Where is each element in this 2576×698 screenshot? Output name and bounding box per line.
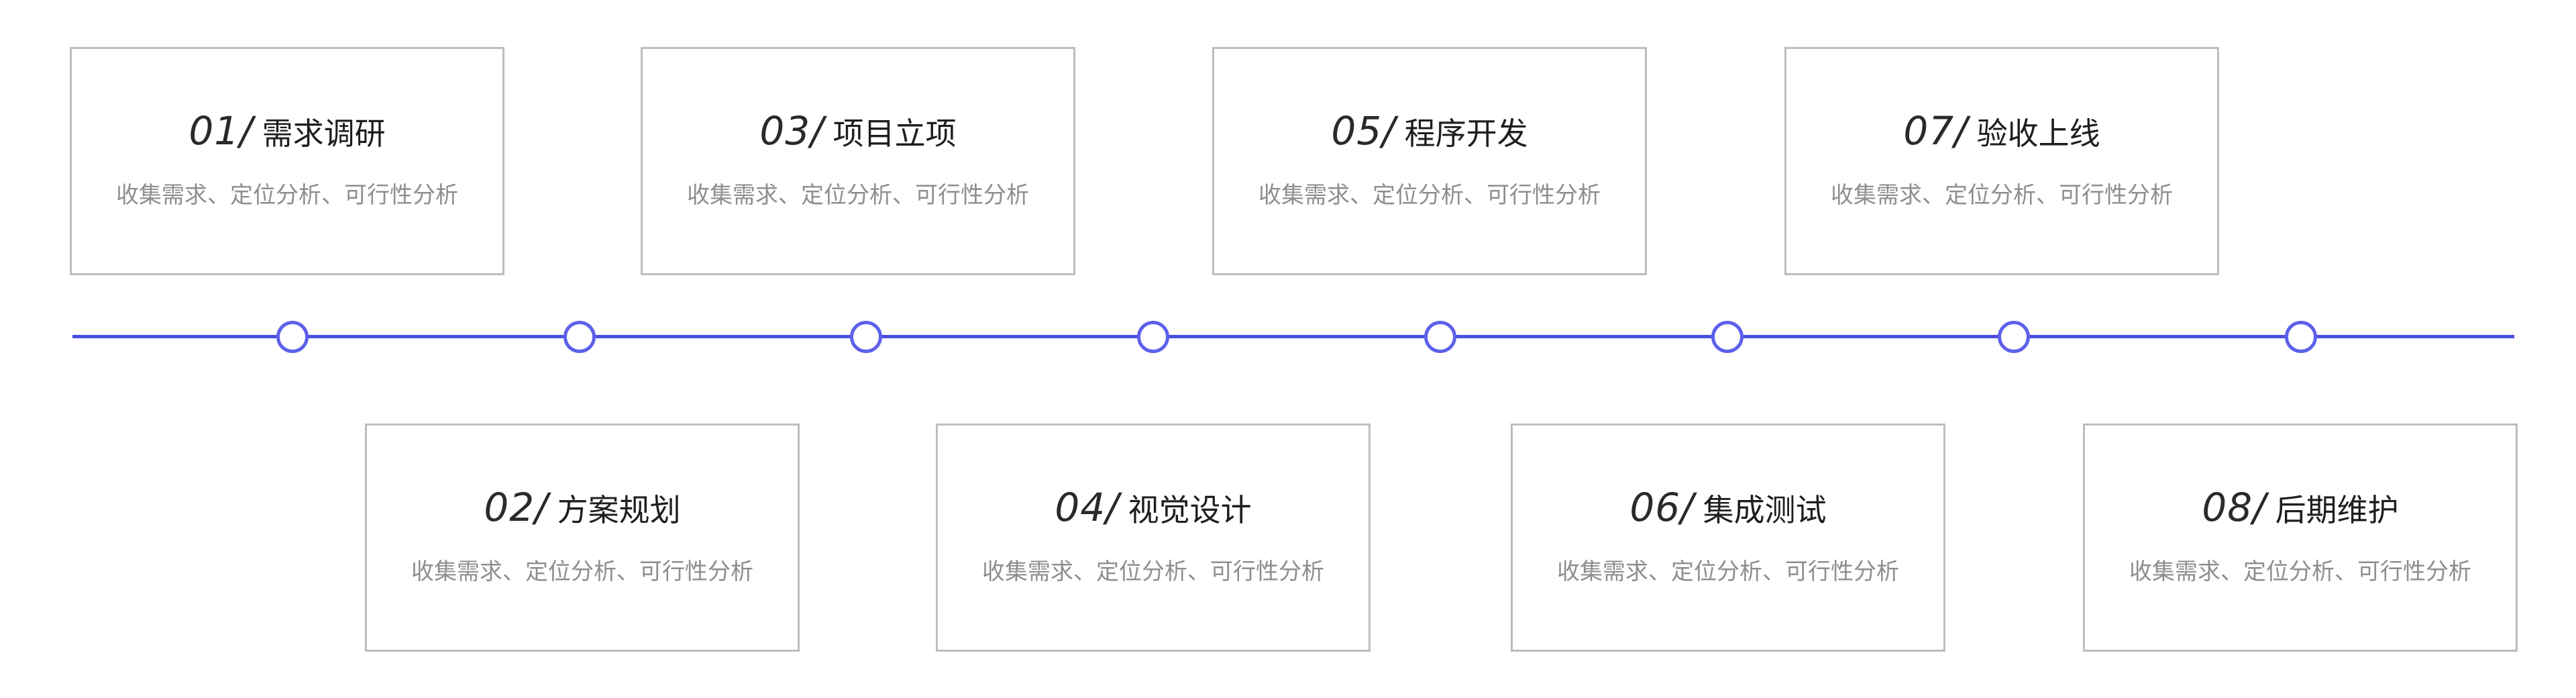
step-title: 01/需求调研: [72, 104, 502, 158]
step-description: 收集需求、定位分析、可行性分析: [687, 182, 1029, 209]
timeline-axis-line: [72, 335, 2514, 338]
step-slash: /: [1680, 485, 1694, 530]
timeline-node-6: [1711, 321, 1743, 353]
step-card-01: 01/需求调研 收集需求、定位分析、可行性分析: [70, 47, 504, 275]
step-card-07: 07/验收上线 收集需求、定位分析、可行性分析: [1784, 47, 2219, 275]
timeline-node-1: [276, 321, 309, 353]
timeline-node-3: [850, 321, 882, 353]
step-title: 08/后期维护: [2085, 481, 2516, 534]
timeline-node-7: [1998, 321, 2030, 353]
step-description: 收集需求、定位分析、可行性分析: [982, 558, 1324, 585]
step-slash: /: [1954, 108, 1968, 154]
step-number: 03: [759, 108, 811, 154]
timeline-node-5: [1424, 321, 1456, 353]
step-slash: /: [810, 108, 824, 154]
step-number: 07: [1903, 108, 1955, 154]
step-name: 需求调研: [262, 115, 386, 152]
step-description: 收集需求、定位分析、可行性分析: [411, 558, 753, 585]
step-slash: /: [1382, 108, 1395, 154]
step-number: 04: [1055, 485, 1106, 530]
step-description: 收集需求、定位分析、可行性分析: [116, 182, 458, 209]
step-title: 06/集成测试: [1513, 481, 1943, 534]
step-name: 视觉设计: [1128, 492, 1252, 528]
step-title: 05/程序开发: [1214, 104, 1645, 158]
timeline-node-2: [564, 321, 596, 353]
step-card-06: 06/集成测试 收集需求、定位分析、可行性分析: [1511, 423, 1945, 652]
step-number: 08: [2202, 485, 2253, 530]
step-name: 方案规划: [557, 492, 681, 528]
step-description: 收集需求、定位分析、可行性分析: [2129, 558, 2471, 585]
step-slash: /: [2253, 485, 2266, 530]
step-card-04: 04/视觉设计 收集需求、定位分析、可行性分析: [936, 423, 1371, 652]
step-title: 03/项目立项: [643, 104, 1073, 158]
step-slash: /: [535, 485, 548, 530]
step-name: 集成测试: [1703, 492, 1827, 528]
timeline-node-4: [1137, 321, 1169, 353]
step-title: 07/验收上线: [1786, 104, 2217, 158]
step-description: 收集需求、定位分析、可行性分析: [1831, 182, 2173, 209]
step-card-03: 03/项目立项 收集需求、定位分析、可行性分析: [641, 47, 1075, 275]
step-card-05: 05/程序开发 收集需求、定位分析、可行性分析: [1212, 47, 1647, 275]
step-slash: /: [239, 108, 253, 154]
step-card-02: 02/方案规划 收集需求、定位分析、可行性分析: [365, 423, 800, 652]
step-name: 后期维护: [2275, 492, 2399, 528]
step-name: 项目立项: [833, 115, 957, 152]
step-slash: /: [1106, 485, 1119, 530]
step-number: 01: [189, 108, 240, 154]
step-name: 程序开发: [1404, 115, 1528, 152]
step-number: 02: [484, 485, 535, 530]
step-title: 02/方案规划: [367, 481, 798, 534]
step-number: 05: [1331, 108, 1383, 154]
step-number: 06: [1629, 485, 1681, 530]
step-description: 收集需求、定位分析、可行性分析: [1258, 182, 1601, 209]
step-description: 收集需求、定位分析、可行性分析: [1557, 558, 1899, 585]
step-title: 04/视觉设计: [938, 481, 1368, 534]
step-card-08: 08/后期维护 收集需求、定位分析、可行性分析: [2083, 423, 2518, 652]
step-name: 验收上线: [1976, 115, 2100, 152]
timeline-node-8: [2285, 321, 2317, 353]
